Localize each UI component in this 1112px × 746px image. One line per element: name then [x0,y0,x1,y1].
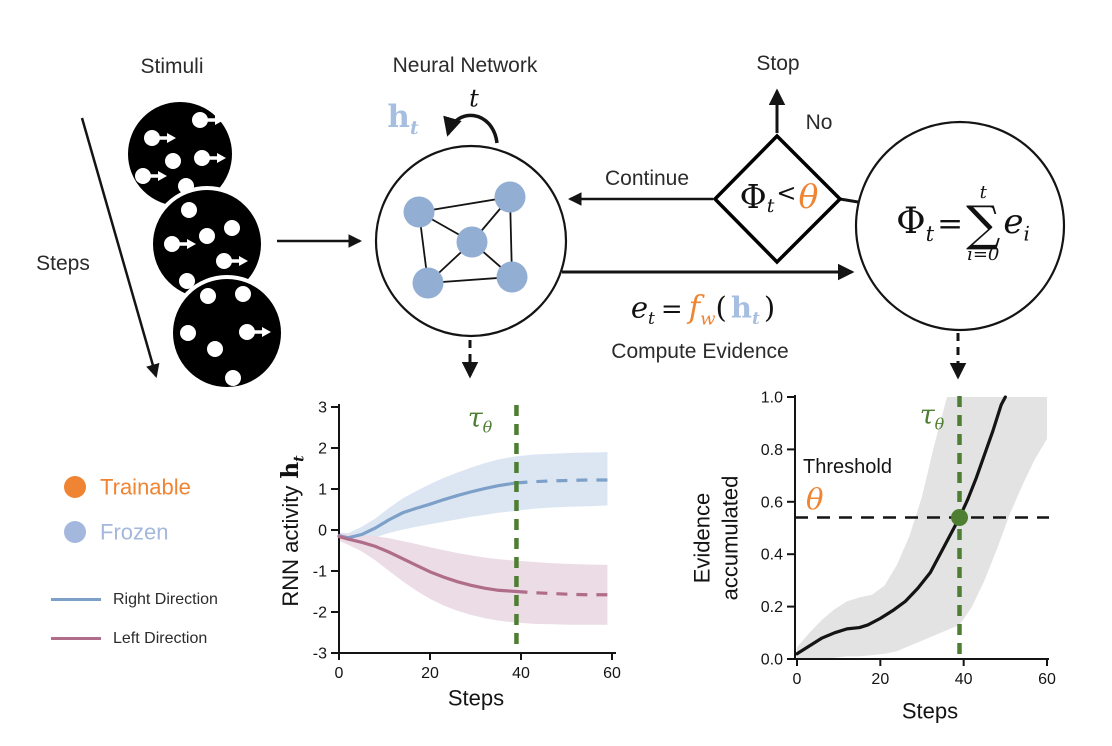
evidence-xtick-label: 0 [793,671,802,688]
rnn-activity-ytick-label: -2 [313,605,327,622]
decision-condition: Φt<θ [739,176,819,217]
evidence-ytick-label: 1.0 [761,390,783,407]
evidence-line-0 [795,395,1007,656]
decision-time-label-mid: τθ [467,402,493,437]
rnn-activity-ytick-label: -1 [313,564,327,581]
evidence-equation: et=fw(ht) [630,289,776,330]
evidence-xtick-label: 60 [1038,671,1056,688]
sum-equation: Φt = t ∑ i=0 ei [896,181,1030,266]
rnn-activity-ytick-label: -3 [313,646,327,663]
stimuli-stack [80,98,285,391]
stimuli-title: Stimuli [140,55,204,79]
evidence-ytick-label: 0.6 [761,494,783,511]
rnn-activity-band-0 [339,452,608,543]
rnn-activity-line-solid-0 [337,481,519,540]
rnn-activity-ytick-label: 1 [318,482,327,499]
evidence-ytick-label: 0.4 [761,547,783,564]
rnn-activity-line-dashed-1 [516,589,608,597]
frozen-dot-icon [64,521,86,543]
continue-label: Continue [604,167,690,191]
diamond-to-sum-link [839,197,859,204]
evidence-xlabel: Steps [901,698,959,724]
stop-label: Stop [756,52,800,76]
hidden-state-label: ht [387,99,419,140]
steps-axis-arrow [80,117,160,378]
stimulus-frame-1 [124,98,236,210]
no-label: No [805,111,833,135]
evidence-chart: 0 20 40 60 1.0 0.8 0.6 0.4 0.2 0.0 [761,390,1056,689]
recurrence-loop-arrow [443,113,499,144]
decision-time-label-right: τθ [919,399,945,434]
decision-diamond [712,133,843,265]
rnn-activity-line-dashed-0 [516,478,608,485]
threshold-theta: θ [806,481,824,516]
evidence-axes [793,395,1049,660]
network-nodes [403,181,528,299]
right-direction-line-icon [51,598,101,601]
stimuli-steps-label: Steps [36,252,90,276]
legend-right-direction-label: Right Direction [113,591,218,609]
accumulator-circle [854,120,1066,332]
rnn-activity-chart: 0 20 40 60 3 2 1 0 -1 -2 -3 [313,400,621,683]
evidence-xtick-label: 20 [871,671,889,688]
threshold-label: Threshold [803,455,892,478]
rnn-activity-ytick-label: 0 [318,523,327,540]
legend-frozen-label: Frozen [100,519,169,545]
loop-time-label: t [469,84,479,113]
rnn-activity-ylabel: RNN activityht [276,455,308,607]
stimulus-frame-3 [169,275,285,391]
evidence-ytick-label: 0.8 [761,442,783,459]
rnn-activity-xtick-label: 20 [421,665,439,682]
legend-trainable-label: Trainable [100,474,191,500]
network-title: Neural Network [392,54,538,78]
sigma-stack: t ∑ i=0 [966,181,1001,266]
evidence-band-0 [797,397,1048,659]
evidence-ytick-label: 0.0 [761,652,783,669]
rnn-activity-xtick-label: 40 [512,665,530,682]
evidence-decision-dot [951,509,969,527]
decision-flow [562,88,859,281]
legend-left-direction-label: Left Direction [113,630,208,648]
rnn-activity-band-1 [339,532,608,625]
compute-evidence-label: Compute Evidence [611,340,789,364]
evidence-xtick-label: 40 [955,671,973,688]
recurrent-network [374,113,568,379]
rnn-activity-xlabel: Steps [447,685,505,711]
rnn-activity-xtick-label: 0 [335,665,344,682]
accumulator [854,120,1066,380]
rnn-activity-line-solid-1 [337,534,519,594]
left-direction-line-icon [51,637,101,640]
rnn-activity-xtick-label: 60 [603,665,621,682]
evidence-ytick-label: 0.2 [761,599,783,616]
rnn-activity-ytick-label: 3 [318,400,327,417]
trainable-dot-icon [64,476,86,498]
rnn-activity-ytick-label: 2 [318,441,327,458]
